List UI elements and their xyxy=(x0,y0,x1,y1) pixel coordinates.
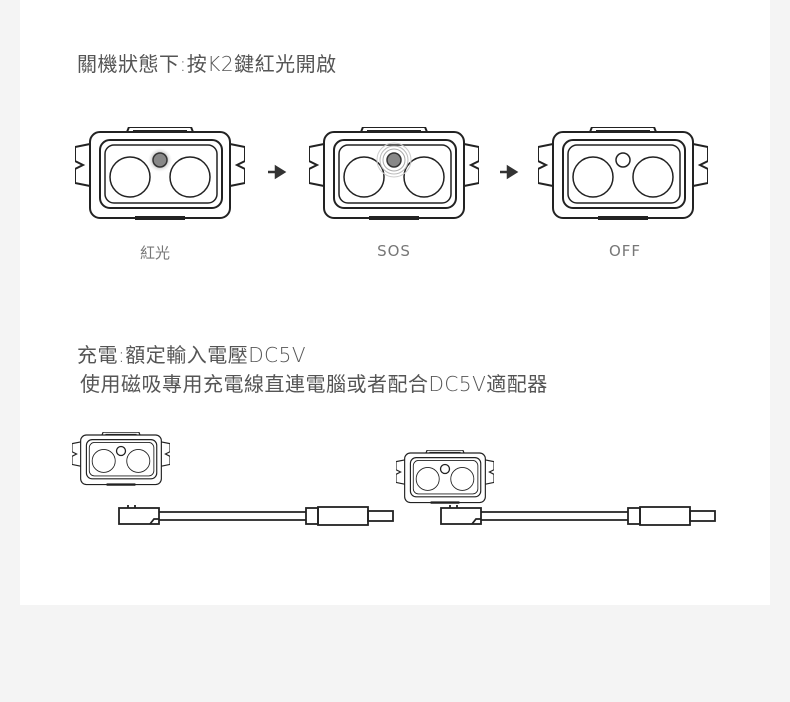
charging-cable-1 xyxy=(118,505,394,526)
lamp-off xyxy=(538,127,708,220)
arrow-icon xyxy=(268,164,287,180)
charging-cable-2 xyxy=(440,505,716,526)
charging-lamp-2 xyxy=(396,450,494,504)
state-label-red: 紅光 xyxy=(139,244,170,262)
mode-title: 關機狀態下:按K2鍵紅光開啟 xyxy=(77,52,337,76)
charging-description: 使用磁吸專用充電線直連電腦或者配合DC5V適配器 xyxy=(80,372,548,396)
arrow-icon xyxy=(500,164,519,180)
charging-title: 充電:額定輸入電壓DC5V xyxy=(77,343,307,367)
state-label-off: OFF xyxy=(608,242,642,260)
lamp-sos xyxy=(309,127,479,220)
state-label-sos: SOS xyxy=(377,242,411,260)
content-panel xyxy=(20,0,770,605)
charging-lamp-1 xyxy=(72,432,170,486)
lamp-red-light xyxy=(75,127,245,220)
